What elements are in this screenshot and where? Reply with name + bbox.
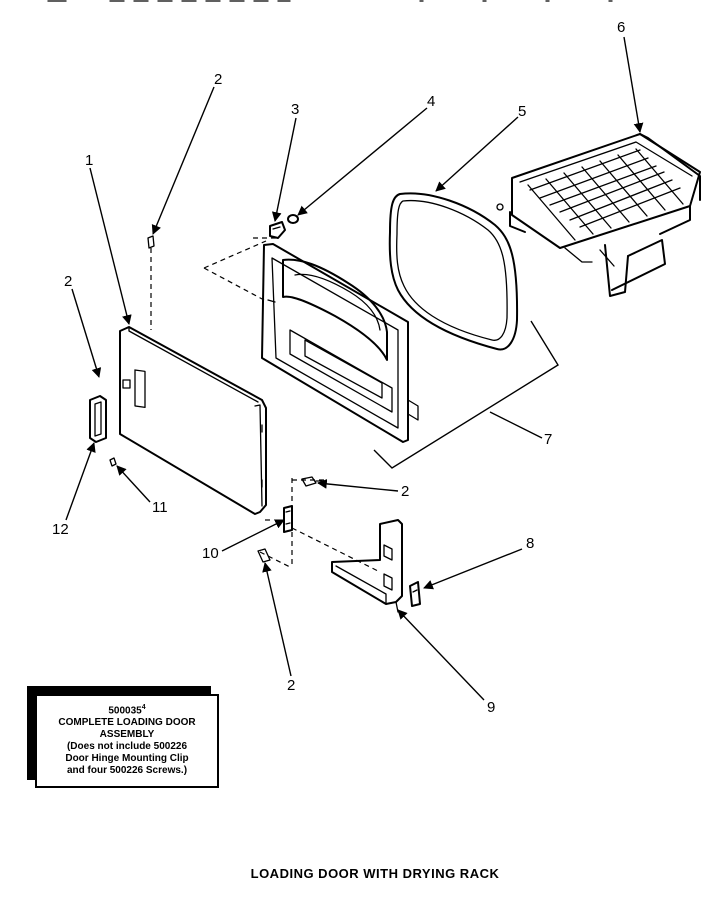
leader-11 xyxy=(116,465,151,503)
callout-2a: 2 xyxy=(214,71,222,88)
kit-title-line2: ASSEMBLY xyxy=(99,729,155,741)
callout-1: 1 xyxy=(85,152,93,169)
screw-hinge-lower xyxy=(257,548,271,563)
callout-10: 10 xyxy=(202,545,219,562)
kit-note-line3: and four 500226 Screws.) xyxy=(66,765,188,777)
hinge-plate-8 xyxy=(409,581,421,607)
leader-4 xyxy=(297,107,428,216)
callout-2c: 2 xyxy=(401,483,409,500)
leader-2d xyxy=(262,562,292,677)
callout-8: 8 xyxy=(526,535,534,552)
hinge-clip xyxy=(269,221,286,239)
callout-11: 11 xyxy=(152,499,168,516)
screw-hinge-right xyxy=(301,476,323,487)
leader-2c xyxy=(317,479,399,492)
callout-3: 3 xyxy=(291,101,299,118)
assembly-bracket-7 xyxy=(373,320,559,469)
loading-door-panel xyxy=(119,326,267,515)
door-hinge-bracket xyxy=(331,519,403,613)
kit-part-number-mark: 4 xyxy=(141,704,146,711)
leader-12 xyxy=(65,442,96,521)
kit-note-box: 5000354 COMPLETE LOADING DOOR ASSEMBLY (… xyxy=(35,694,219,788)
leader-5 xyxy=(435,116,519,192)
leader-6 xyxy=(623,36,644,133)
leader-1 xyxy=(89,167,132,325)
callout-9: 9 xyxy=(487,699,495,716)
door-latch xyxy=(89,395,107,443)
kit-note-line1: (Does not include 500226 xyxy=(66,741,188,753)
kit-part-number-value: 500035 xyxy=(108,705,142,717)
callout-7: 7 xyxy=(544,431,552,448)
diagram-caption: LOADING DOOR WITH DRYING RACK xyxy=(250,866,500,881)
callout-2d: 2 xyxy=(287,677,295,694)
leader-8 xyxy=(423,548,523,590)
screw-door-top xyxy=(147,235,155,249)
small-screw-4 xyxy=(287,214,299,224)
leader-2a xyxy=(151,86,215,235)
callout-5: 5 xyxy=(518,103,526,120)
leader-2b xyxy=(71,288,102,378)
leader-7 xyxy=(489,411,543,439)
callout-2b: 2 xyxy=(64,273,72,290)
frame-dash-lower xyxy=(203,267,265,301)
leader-3 xyxy=(271,117,297,222)
callout-6: 6 xyxy=(617,19,625,36)
kit-title-line1: COMPLETE LOADING DOOR xyxy=(58,717,196,729)
hinge-dash-box xyxy=(259,478,381,573)
leader-9 xyxy=(397,609,485,701)
kit-note-line2: Door Hinge Mounting Clip xyxy=(65,753,189,765)
callout-12: 12 xyxy=(52,521,69,538)
kit-part-number: 5000354 xyxy=(41,702,213,717)
door-gasket xyxy=(388,192,519,351)
frame-dash-upper xyxy=(203,240,267,269)
door-hinge-mounting-clip xyxy=(283,505,293,533)
latch-screw xyxy=(109,457,117,467)
leader-10 xyxy=(221,519,285,552)
screw-door-left xyxy=(122,379,131,389)
door-frame-liner xyxy=(261,243,419,443)
drying-rack xyxy=(496,133,701,297)
callout-4: 4 xyxy=(427,93,435,110)
